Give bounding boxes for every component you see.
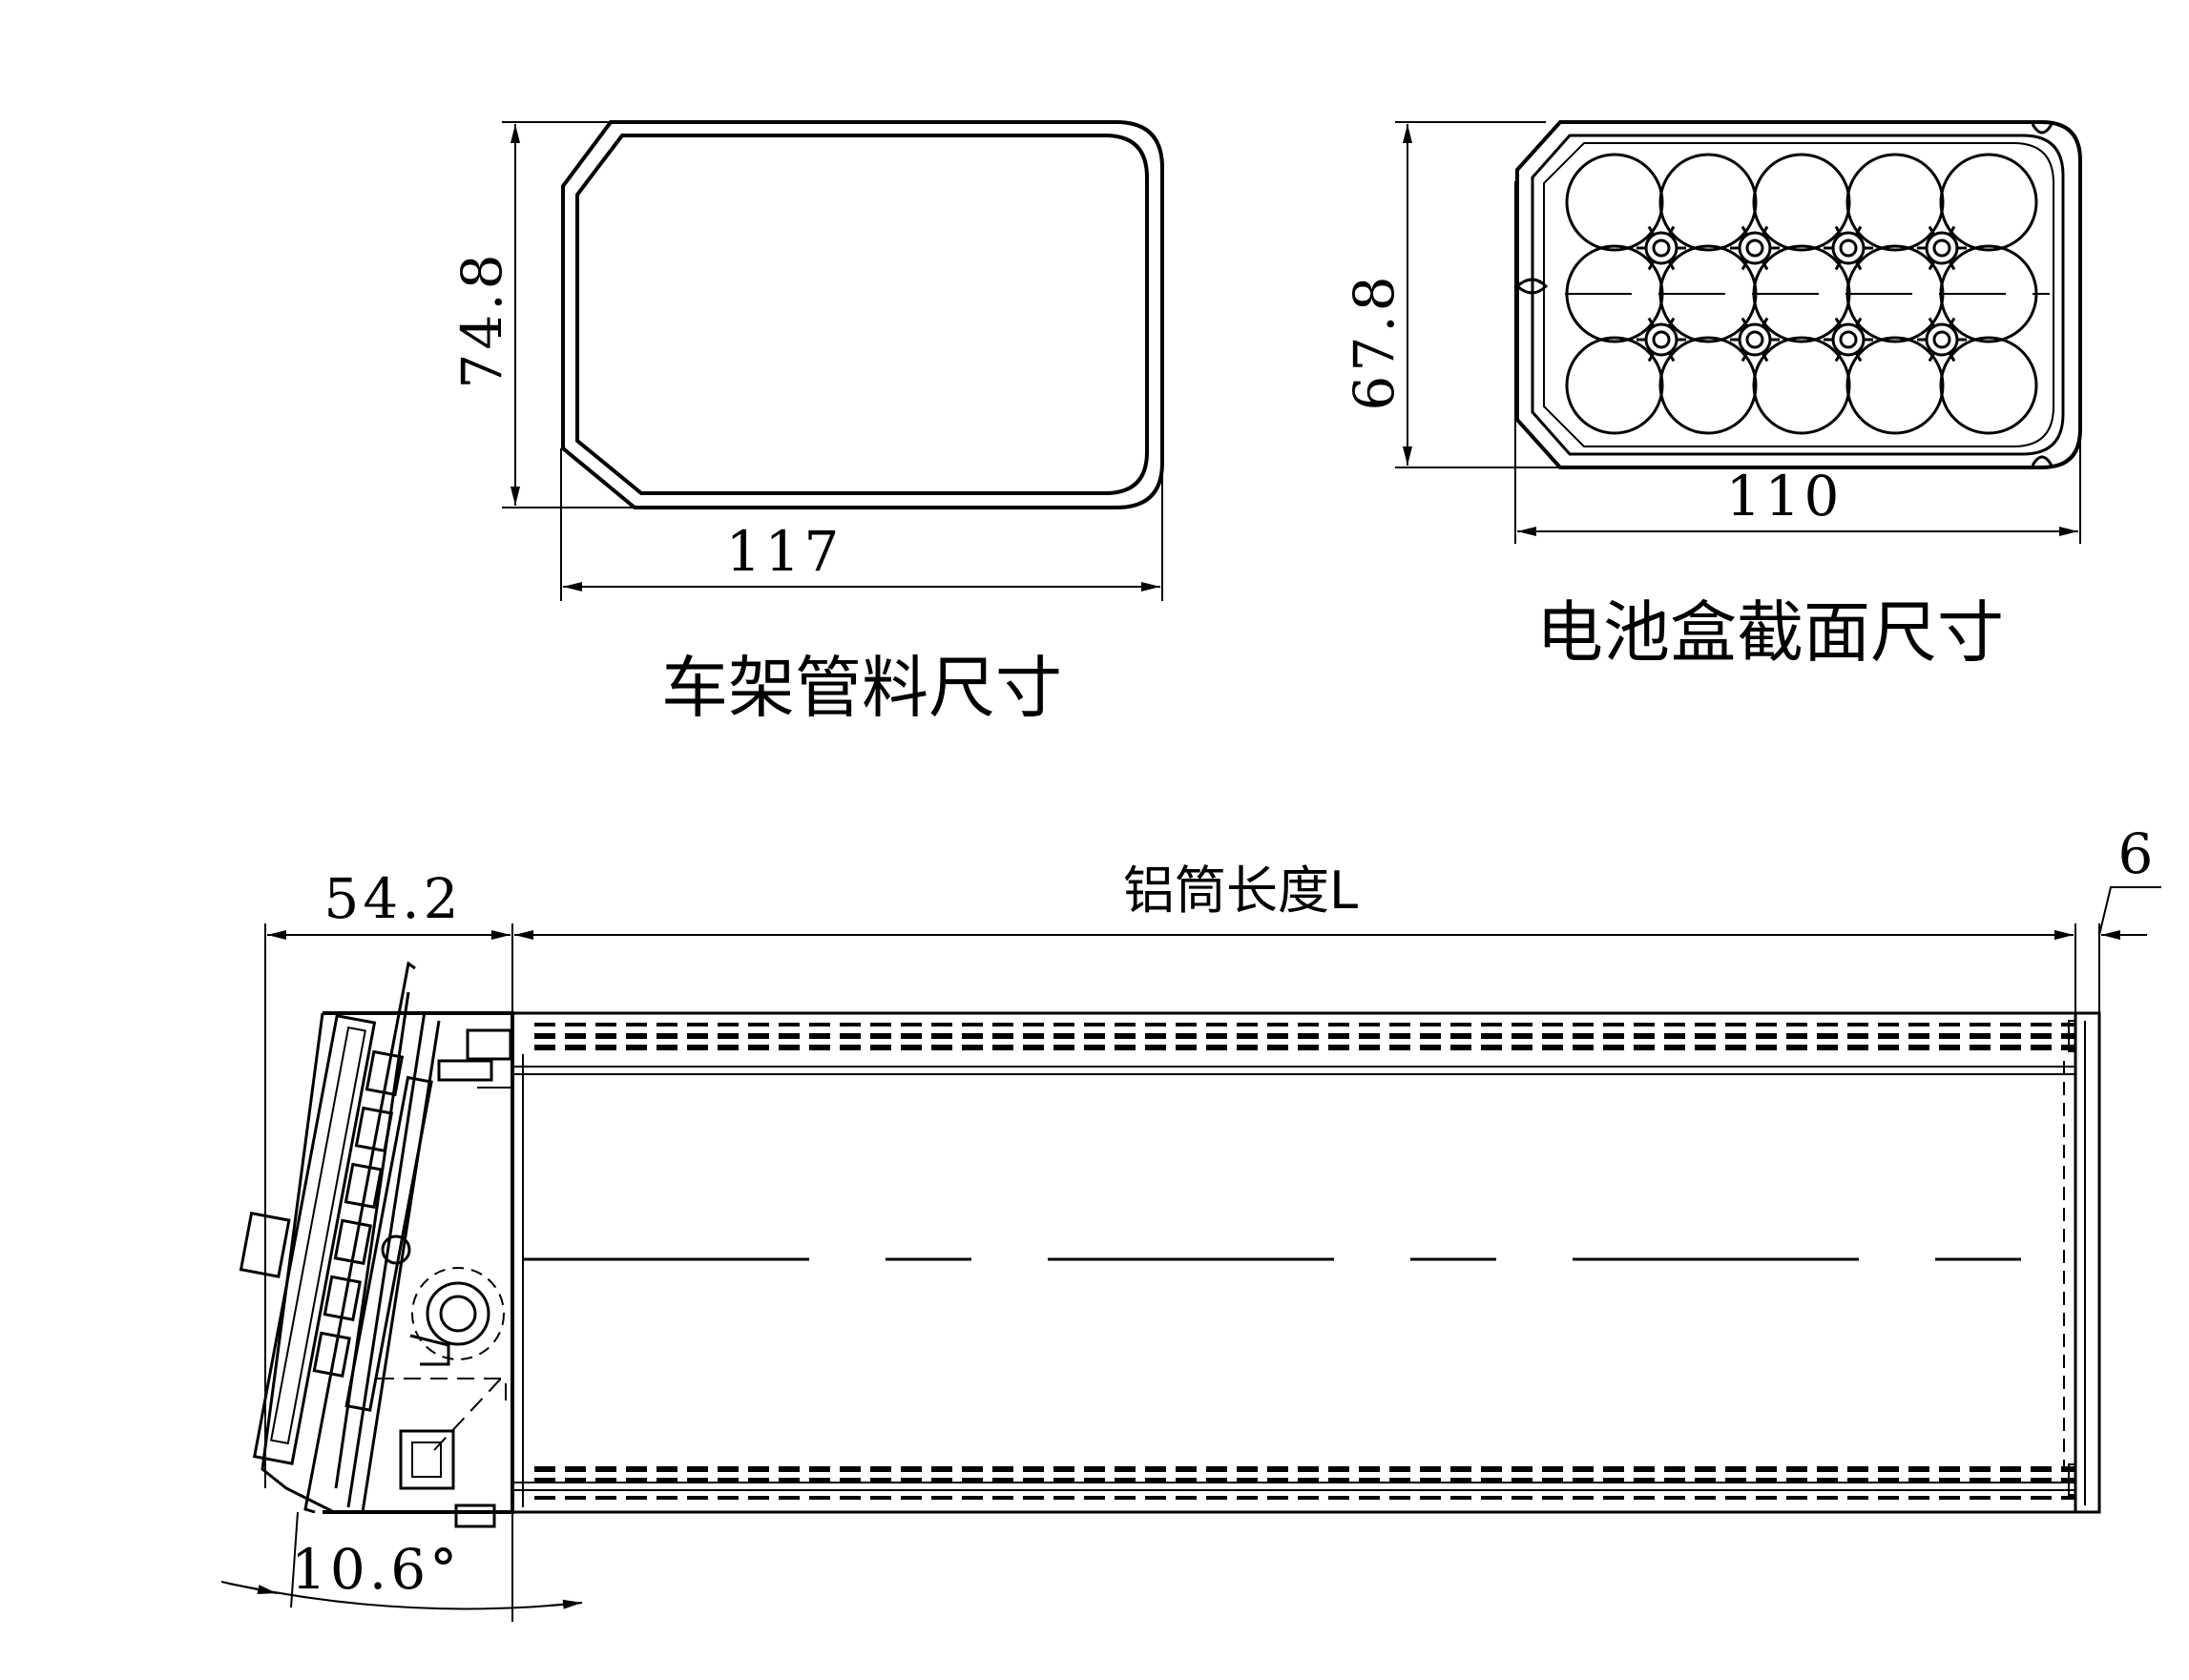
battery-cell	[1845, 153, 1945, 252]
box-caption: 电池盒截面尺寸	[1536, 593, 2004, 672]
battery-cells	[1565, 153, 2038, 435]
battery-cell	[1845, 244, 1945, 343]
angle-label: 10.6°	[291, 1537, 461, 1602]
holder-node	[1824, 225, 1873, 271]
end-cap-length-label: 6	[2118, 821, 2158, 886]
holder-node	[1824, 317, 1873, 363]
tube-width-dimension	[560, 286, 1163, 601]
box-cell-holder-outline	[1543, 142, 2054, 447]
holder-node	[1917, 317, 1967, 363]
battery-cell	[1939, 244, 2038, 343]
cell-holder-nodes	[1637, 225, 1967, 363]
aluminum-tube-body	[512, 1011, 2099, 1514]
box-inner-outline	[1531, 134, 2065, 456]
battery-cell	[1939, 336, 2038, 435]
battery-cell	[1658, 336, 1758, 435]
battery-cell	[1752, 244, 1851, 343]
battery-cell	[1658, 153, 1758, 252]
battery-cell	[1658, 244, 1758, 343]
battery-box-section	[1515, 120, 2082, 469]
box-notch-bottom-right	[2031, 455, 2053, 467]
left-head-assembly	[239, 961, 514, 1528]
frame-tube-profile	[561, 120, 1164, 509]
holder-node	[1730, 317, 1780, 363]
tube-height-label: 74.8	[449, 250, 514, 388]
battery-cell	[1939, 153, 2038, 252]
box-notch-left	[1516, 278, 1549, 295]
tube-outer-outline	[561, 120, 1164, 509]
holder-node	[1637, 225, 1686, 271]
battery-cell	[1565, 336, 1664, 435]
box-width-label: 110	[1726, 464, 1844, 529]
holder-node	[1730, 225, 1780, 271]
holder-node	[1637, 317, 1686, 363]
tube-length-label: 铝筒长度L	[1123, 861, 1358, 921]
holder-node	[1917, 225, 1967, 271]
tube-caption: 车架管料尺寸	[661, 649, 1062, 727]
battery-cell	[1845, 336, 1945, 435]
battery-cell	[1565, 244, 1664, 343]
box-notch-top-right	[2031, 123, 2053, 135]
connector-circle	[426, 1281, 490, 1346]
battery-cell	[1752, 336, 1851, 435]
tube-inner-outline	[575, 134, 1149, 495]
angle-dimension	[220, 1511, 583, 1610]
battery-cell	[1565, 153, 1664, 252]
box-height-label: 67.8	[1342, 272, 1407, 410]
battery-cell	[1752, 153, 1851, 252]
box-width-dimension	[1514, 181, 2081, 544]
right-end-cap	[2063, 1011, 2101, 1514]
box-height-dimension	[1395, 121, 1584, 468]
left-cap-length-label: 54.2	[323, 866, 462, 931]
tube-height-dimension	[502, 121, 635, 508]
tube-width-label: 117	[726, 519, 844, 584]
